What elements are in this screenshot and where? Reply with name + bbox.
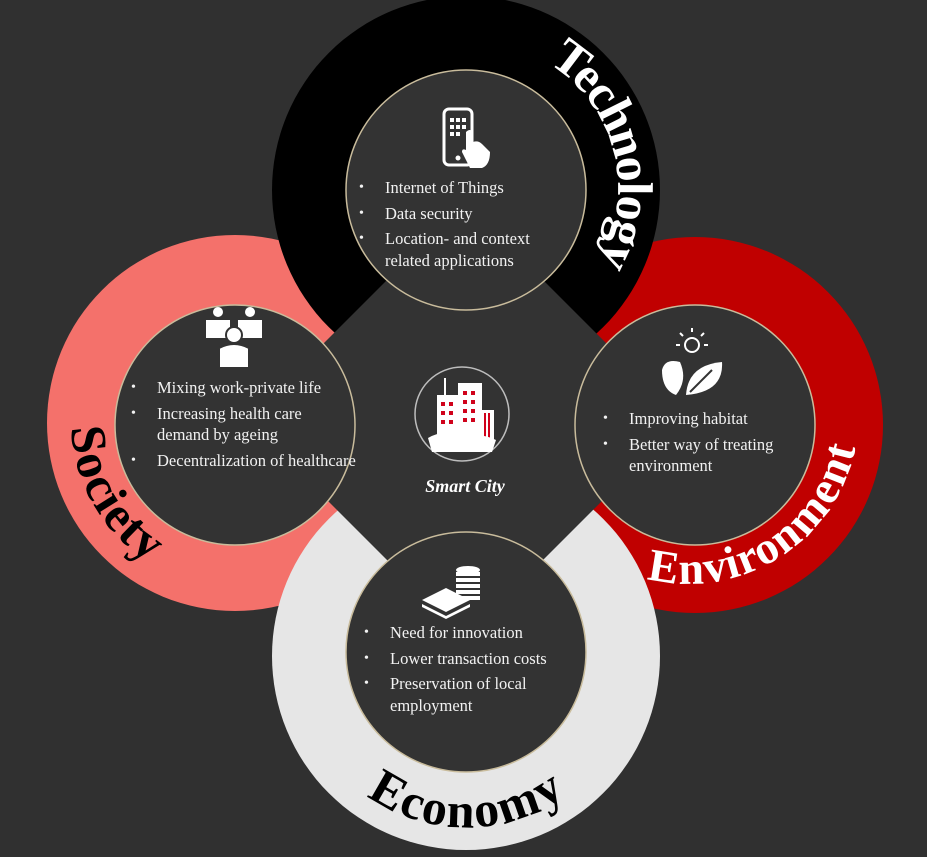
list-item: Improving habitat [603, 408, 815, 430]
list-item: Increasing health care demand by ageing [131, 403, 358, 446]
city-buildings-icon [414, 366, 510, 462]
list-item: Lower transaction costs [364, 648, 566, 670]
environment-list: Improving habitat Better way of treating… [603, 408, 815, 481]
list-item: Preservation of local employment [364, 673, 566, 716]
smart-city-title: Smart City [425, 476, 505, 496]
list-item: Internet of Things [359, 177, 571, 199]
economy-list: Need for innovation Lower transaction co… [364, 622, 566, 720]
sun-leaf-icon [662, 328, 723, 395]
people-group-icon [206, 307, 262, 369]
list-item: Location- and context related applicatio… [359, 228, 571, 271]
touch-phone-icon [442, 107, 490, 168]
list-item: Data security [359, 203, 571, 225]
list-item: Better way of treating environment [603, 434, 815, 477]
list-item: Mixing work-private life [131, 377, 358, 399]
coins-money-icon [422, 566, 480, 619]
list-item: Need for innovation [364, 622, 566, 644]
list-item: Decentralization of healthcare [131, 450, 358, 472]
technology-list: Internet of Things Data security Locatio… [359, 177, 571, 275]
society-list: Mixing work-private life Increasing heal… [131, 377, 358, 475]
